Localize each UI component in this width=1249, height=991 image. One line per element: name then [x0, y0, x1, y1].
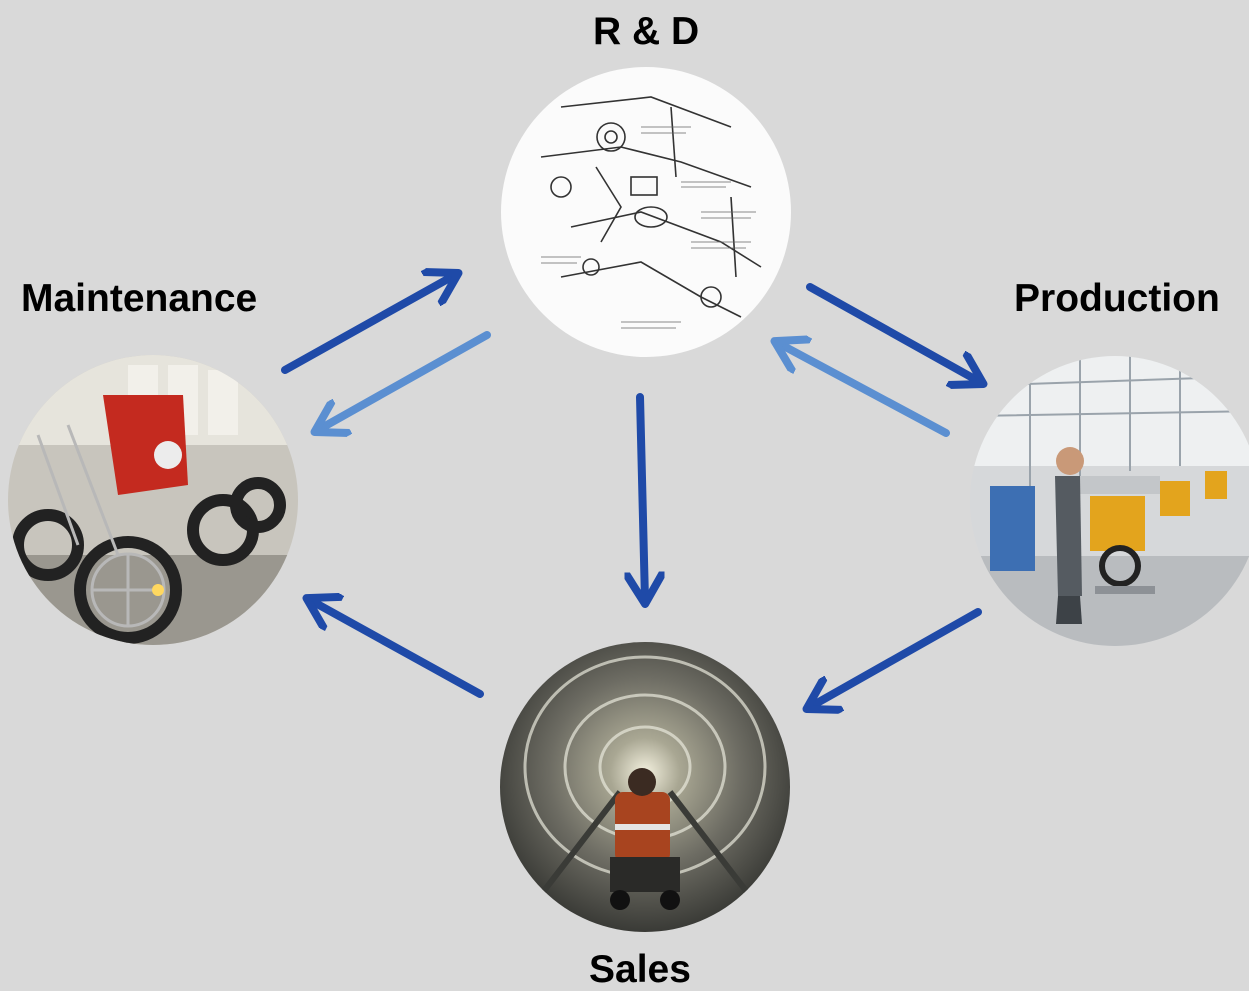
- maintenance-label: Maintenance: [21, 277, 258, 320]
- production-assembly-line-photo: [970, 356, 1249, 646]
- arrow-rd-to-maintenance: [318, 331, 491, 430]
- maintenance-motorcycles-photo: [8, 355, 298, 645]
- production-label: Production: [1014, 277, 1220, 320]
- sales-label: Sales: [589, 948, 691, 991]
- sales-tunnel-vehicle-photo: [500, 642, 790, 932]
- arrow-sales-to-maintenance: [310, 600, 484, 698]
- arrow-rd-to-production: [806, 283, 980, 382]
- arrow-rd-to-sales: [640, 393, 645, 600]
- arrow-production-to-sales: [810, 608, 982, 707]
- rd-label: R & D: [593, 10, 700, 53]
- rd-technical-drawing-photo: [501, 67, 791, 357]
- arrow-production-to-rd: [778, 343, 950, 437]
- arrow-maintenance-to-rd: [281, 275, 455, 374]
